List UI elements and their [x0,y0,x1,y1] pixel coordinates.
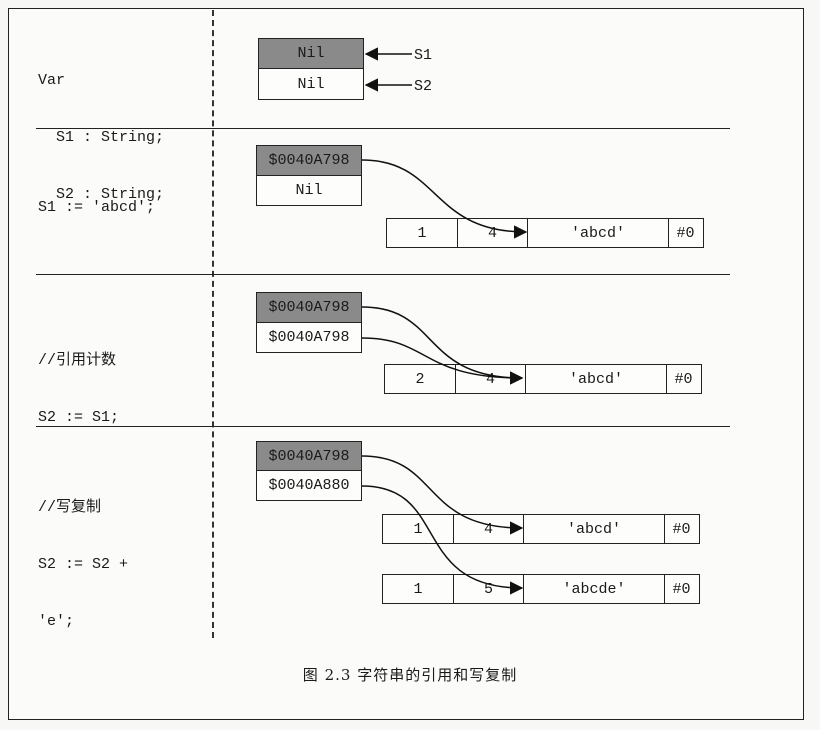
code-copy-on-write: //写复制 S2 := S2 + 'e'; [38,460,128,650]
s1-to-string-arrow [361,306,524,385]
code-comment: //写复制 [38,499,102,516]
panel-separator-1 [36,128,730,129]
string-record: 1 4 'abcd' #0 [382,514,700,544]
string-record: 1 5 'abcde' #0 [382,574,700,604]
s2-pointer-cell: Nil [256,175,362,206]
s1-to-string-arrow [361,159,528,239]
code-refcount: //引用计数 S2 := S1; [38,313,119,446]
s2-to-string-arrow [361,337,524,385]
terminator-cell: #0 [663,514,700,544]
s2-to-new-string-arrow [361,485,524,595]
chars-cell: 'abcd' [525,364,667,394]
string-record: 1 4 'abcd' #0 [386,218,704,248]
s2-pointer-cell: $0040A798 [256,322,362,353]
code-assign: S1 := 'abcd'; [38,160,155,236]
terminator-cell: #0 [665,364,702,394]
chars-cell: 'abcd' [527,218,669,248]
refcount-cell: 1 [382,574,454,604]
s1-pointer-cell: $0040A798 [256,441,362,471]
code-line: Var [38,72,66,89]
chars-cell: 'abcd' [523,514,665,544]
chars-cell: 'abcde' [523,574,665,604]
length-cell: 4 [454,364,527,394]
s2-pointer-cell: $0040A880 [256,470,362,501]
s2-pointer-cell: Nil [258,68,364,100]
s1-to-string-arrow [361,455,524,535]
code-line: 'e'; [38,613,75,630]
code-line: S2 : String; [38,186,165,203]
figure-caption: 图 2.3 字符串的引用和写复制 [302,666,518,684]
string-record: 2 4 'abcd' #0 [384,364,702,394]
s1-label: S1 [414,47,433,64]
refcount-cell: 2 [384,364,456,394]
s1-pointer-cell: Nil [258,38,364,69]
dashed-divider [212,10,214,638]
s1-pointer-cell: $0040A798 [256,292,362,323]
terminator-cell: #0 [663,574,700,604]
code-line: S2 := S1; [38,409,120,426]
code-comment: //引用计数 [38,352,117,369]
s2-label: S2 [414,78,433,95]
code-declarations: Var S1 : String; S2 : String; [38,33,164,223]
terminator-cell: #0 [667,218,704,248]
code-line: S1 := 'abcd'; [38,199,156,216]
panel-separator-2 [36,274,730,275]
code-line: S1 : String; [38,129,165,146]
panel-separator-3 [36,426,730,427]
code-line: S2 := S2 + [38,556,129,573]
